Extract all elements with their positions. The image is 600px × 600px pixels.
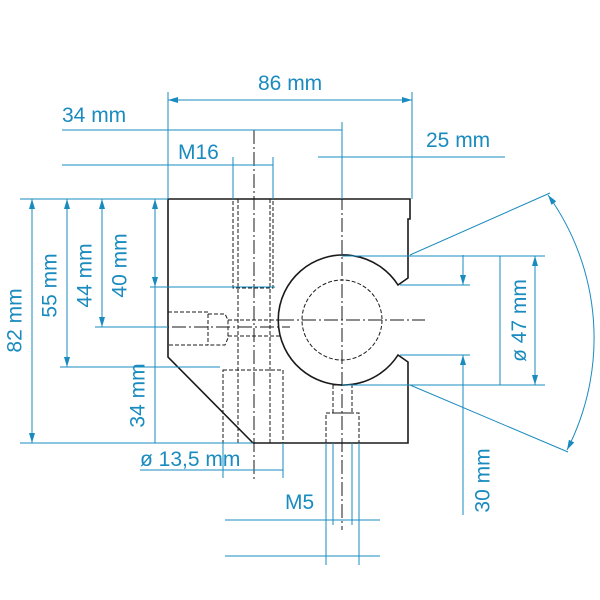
dim-40: 40 mm [108, 233, 132, 298]
dim-bore-47: ø 47 mm [507, 279, 531, 362]
dim-m16: M16 [178, 141, 219, 164]
dim-25: 25 mm [426, 129, 491, 152]
dim-55: 55 mm [38, 253, 62, 318]
dim-44: 44 mm [73, 243, 97, 308]
dim-m5: M5 [285, 491, 315, 514]
dimension-lines [20, 92, 595, 565]
side-screw [167, 311, 209, 346]
dim-30: 30 mm [471, 448, 495, 513]
dim-82: 82 mm [3, 288, 27, 353]
m16-hole [232, 198, 274, 289]
dim-86: 86 mm [258, 72, 323, 95]
counterbore [222, 369, 284, 444]
dim-34-vertical: 34 mm [126, 363, 150, 428]
dim-34-horizontal: 34 mm [62, 104, 127, 127]
dim-counterbore: ø 13,5 mm [140, 448, 241, 471]
